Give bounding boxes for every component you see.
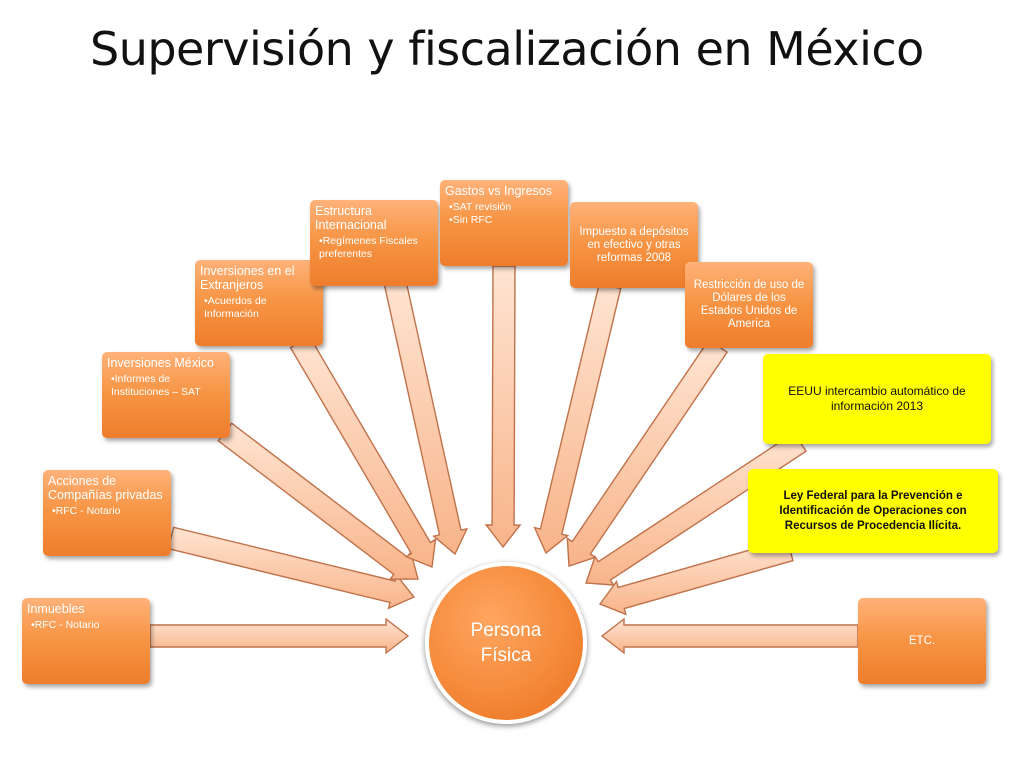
box-heading: ETC. [908,634,936,647]
arrow-inversiones-mexico [217,422,419,580]
box-heading: Inversiones en el Extranjeros [200,264,295,292]
box-inmuebles: Inmuebles RFC - Notario [22,598,150,684]
box-eeuu: EEUU intercambio automático de informaci… [763,354,991,444]
box-heading: Inmuebles [27,602,85,616]
bullet-item: Acuerdos de Información [204,295,318,320]
slide-title: Supervisión y fiscalización en México [90,22,924,76]
arrow-impuesto [533,282,622,555]
box-restriccion: Restricción de uso de Dólares de los Est… [685,262,813,348]
arrow-acciones [167,526,416,610]
box-etc: ETC. [858,598,986,684]
box-heading: Inversiones México [107,356,214,370]
center-circle: Persona Física [425,562,587,724]
box-inversiones-extranjero: Inversiones en el Extranjeros Acuerdos d… [195,260,323,346]
arrow-layer [149,265,859,655]
bullet-item: Sin RFC [449,214,563,227]
box-inversiones-mexico: Inversiones México Informes de Instituci… [102,352,230,438]
bullet-item: RFC - Notario [31,619,145,632]
box-heading: Estructura Internacional [315,204,387,232]
bullet-item: RFC - Notario [52,505,166,518]
box-gastos: Gastos vs Ingresos SAT revisión Sin RFC [440,180,568,266]
box-heading: Acciones de Compañías privadas [48,474,163,502]
arrow-ley [598,538,794,616]
box-impuesto: Impuesto a depósitos en efectivo y otras… [570,202,698,288]
arrow-gastos [484,265,522,549]
arrow-inmuebles [149,617,410,655]
bullet-item: Informes de Instituciones – SAT [111,373,225,398]
box-heading: EEUU intercambio automático de informaci… [788,384,966,413]
box-acciones: Acciones de Compañías privadas RFC - Not… [43,470,171,556]
box-estructura: Estructura Internacional Regímenes Fisca… [310,200,438,286]
arrow-estructura [383,278,469,556]
bullet-item: SAT revisión [449,201,563,214]
arrow-restriccion [566,338,729,567]
bullet-item: Regímenes Fiscales preferentes [319,235,433,260]
center-label: Persona Física [470,620,542,666]
arrow-inversiones-extranjero [289,335,437,568]
box-heading: Ley Federal para la Prevención e Identif… [779,489,967,532]
box-heading: Restricción de uso de Dólares de los Est… [693,279,805,330]
box-heading: Gastos vs Ingresos [445,184,552,198]
box-heading: Impuesto a depósitos en efectivo y otras… [579,225,689,264]
arrow-etc [600,617,859,655]
box-ley: Ley Federal para la Prevención e Identif… [748,469,998,553]
